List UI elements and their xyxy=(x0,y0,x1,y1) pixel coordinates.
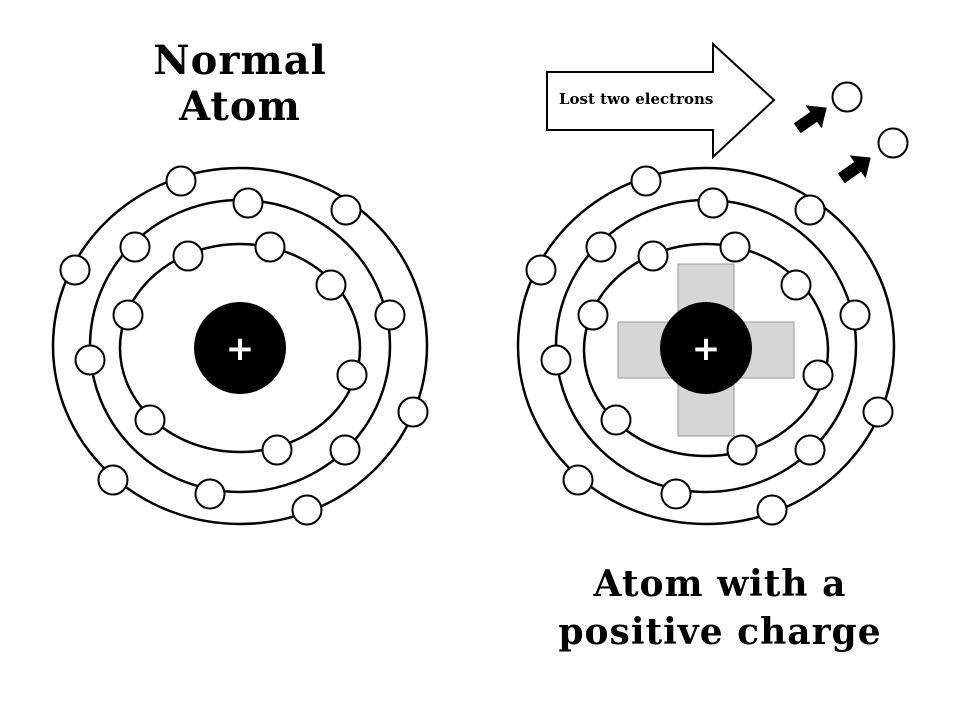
loss-arrow: Lost two electrons xyxy=(546,41,776,160)
electron xyxy=(562,464,594,496)
electron xyxy=(540,344,572,376)
charged-atom-title: Atom with a positive charge xyxy=(530,560,910,656)
electron xyxy=(119,231,151,263)
electron xyxy=(525,254,557,286)
electron xyxy=(74,344,106,376)
nucleus xyxy=(194,302,286,394)
electron xyxy=(719,231,751,263)
normal-atom-title-line2: Atom xyxy=(179,83,301,130)
electron xyxy=(172,240,204,272)
electron xyxy=(397,396,429,428)
electron xyxy=(802,359,834,391)
electron xyxy=(630,165,662,197)
electron xyxy=(780,269,812,301)
electron xyxy=(329,434,361,466)
inner-orbit xyxy=(582,242,830,458)
electron xyxy=(59,254,91,286)
electron xyxy=(794,434,826,466)
electron xyxy=(261,434,293,466)
electron xyxy=(97,464,129,496)
electron xyxy=(291,494,323,526)
electrons xyxy=(525,165,894,526)
lost-electron xyxy=(877,127,909,159)
nucleus-charge-sign: + xyxy=(692,329,721,369)
electron xyxy=(232,187,264,219)
normal-atom-title-line1: Normal xyxy=(153,37,327,84)
electron xyxy=(756,494,788,526)
normal-atom-title: Normal Atom xyxy=(100,38,380,130)
charged-atom: + xyxy=(516,165,896,526)
lost-electrons xyxy=(793,81,909,184)
charged-atom-title-line2: positive charge xyxy=(558,611,882,653)
charged-atom-title-line1: Atom with a xyxy=(593,563,847,605)
electron xyxy=(660,478,692,510)
electron xyxy=(254,231,286,263)
small-arrow-icon xyxy=(793,105,827,134)
electron xyxy=(862,396,894,428)
normal-atom: + xyxy=(51,165,429,526)
electron xyxy=(336,359,368,391)
electron xyxy=(315,269,347,301)
loss-arrow-shape xyxy=(546,41,776,160)
electron xyxy=(165,165,197,197)
outer-orbit xyxy=(51,166,429,526)
electron xyxy=(600,404,632,436)
outer-orbit xyxy=(516,166,896,526)
electron xyxy=(194,478,226,510)
electron xyxy=(374,299,406,331)
lost-electron xyxy=(831,81,863,113)
electron xyxy=(134,404,166,436)
inner-orbit xyxy=(118,242,362,454)
electron xyxy=(637,240,669,272)
electrons xyxy=(59,165,429,526)
electron xyxy=(697,187,729,219)
electron xyxy=(330,194,362,226)
nucleus-charge-sign: + xyxy=(226,329,255,369)
loss-arrow-label: Lost two electrons xyxy=(559,90,713,108)
electron xyxy=(839,299,871,331)
small-arrow-icon xyxy=(837,155,871,184)
electron xyxy=(577,299,609,331)
electron xyxy=(794,194,826,226)
nucleus xyxy=(660,302,752,394)
electron xyxy=(585,231,617,263)
electron xyxy=(112,299,144,331)
electron xyxy=(726,434,758,466)
